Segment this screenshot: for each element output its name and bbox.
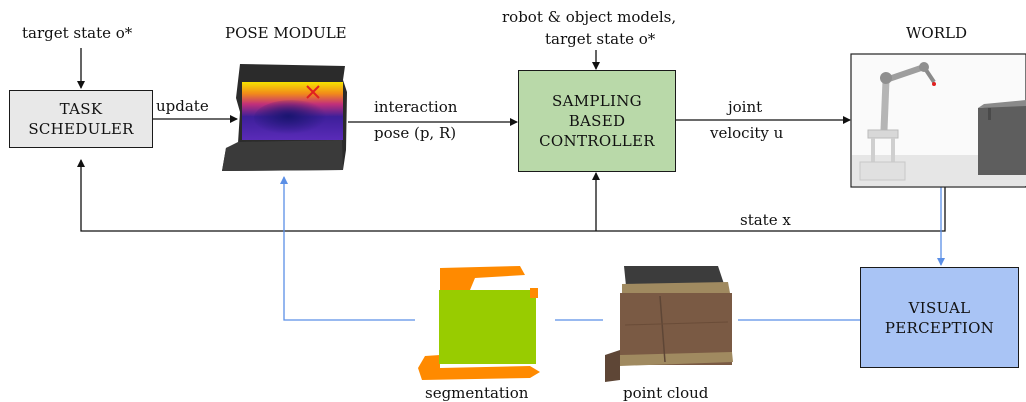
interaction-label-line2: pose (p, R) — [374, 124, 457, 142]
pose-module-title: POSE MODULE — [225, 24, 347, 42]
perception-line1: VISUAL — [908, 298, 971, 317]
controller-line1: SAMPLING — [552, 92, 642, 110]
joint-label-line2: velocity u — [710, 124, 784, 142]
perception-line2: PERCEPTION — [884, 318, 995, 337]
target-state-label: target state o* — [22, 24, 133, 42]
segmentation-to-pose-arrow — [280, 176, 415, 321]
point-cloud-image — [605, 266, 733, 382]
joint-label-line1: joint — [728, 98, 763, 116]
segmentation-image — [418, 266, 540, 380]
segmentation-caption: segmentation — [425, 384, 529, 402]
pose-heatmap-image — [222, 64, 347, 171]
visual-perception-box: VISUAL PERCEPTION — [860, 267, 1019, 368]
task-scheduler-line1: TASK — [59, 100, 103, 118]
models-label-line2: target state o* — [545, 30, 656, 48]
state-feedback-line — [77, 159, 946, 232]
world-simulation-image — [850, 53, 1026, 188]
interaction-label-line1: interaction — [374, 98, 458, 116]
controller-line3: CONTROLLER — [539, 132, 655, 150]
sampling-controller-box: SAMPLING BASED CONTROLLER — [518, 70, 676, 172]
update-label: update — [156, 97, 209, 115]
task-scheduler-box: TASK SCHEDULER — [9, 90, 153, 148]
controller-line2: BASED — [568, 112, 626, 130]
point-cloud-caption: point cloud — [623, 384, 709, 402]
world-title: WORLD — [906, 24, 967, 42]
task-scheduler-line2: SCHEDULER — [28, 120, 134, 138]
state-label: state x — [740, 211, 791, 229]
models-label-line1: robot & object models, — [502, 8, 677, 26]
